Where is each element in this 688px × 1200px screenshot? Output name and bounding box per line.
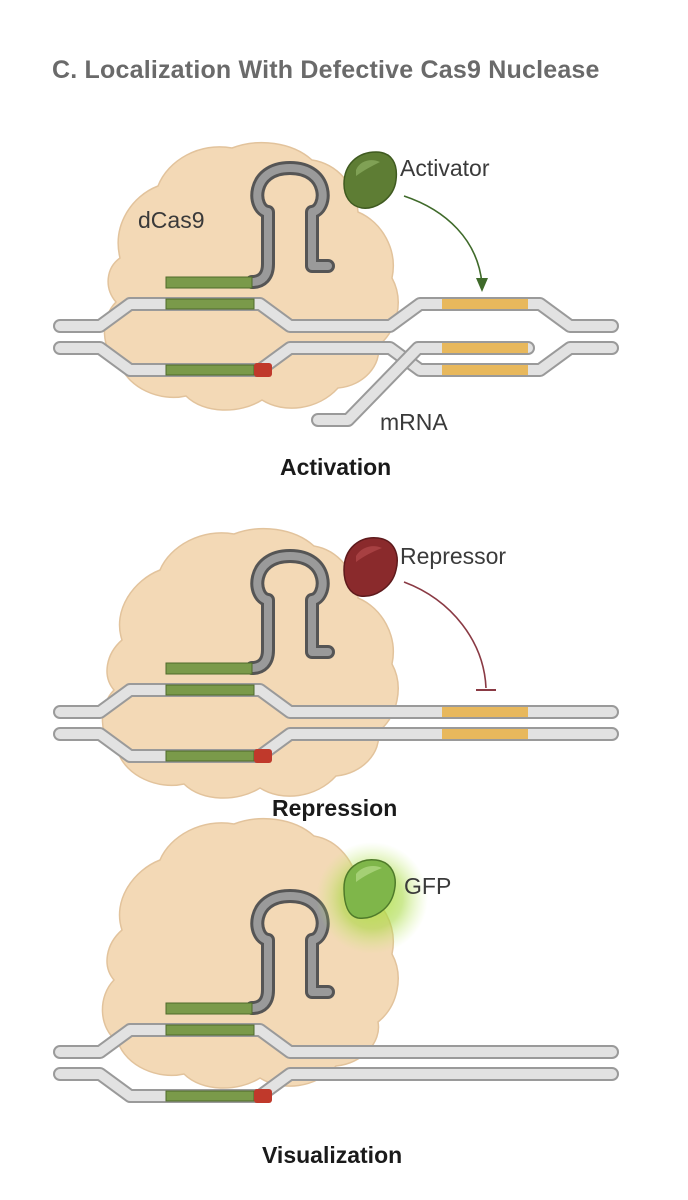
matched-target — [165, 684, 255, 696]
repressor-highlight — [356, 546, 382, 562]
target-gene — [442, 365, 528, 375]
dna-lower-strand — [53, 341, 619, 377]
guide-rna — [245, 889, 335, 1015]
matched-target — [165, 298, 255, 310]
activation-arrow — [403, 195, 483, 285]
gfp-highlight — [356, 866, 382, 882]
protein-label: dCas9 — [138, 207, 204, 233]
panel-activation: dCas9 mRNA — [53, 141, 619, 480]
panel-caption: Repression — [272, 795, 397, 821]
activator-highlight — [356, 160, 380, 176]
matched-target — [165, 364, 255, 376]
gfp-label: GFP — [404, 873, 451, 899]
panel-caption: Activation — [280, 454, 391, 480]
dna-upper-strand — [53, 297, 619, 333]
matched-target — [165, 1090, 255, 1102]
target-gene — [442, 299, 528, 309]
activation-arrowhead — [476, 278, 488, 292]
panel-repression: Repressor Repression — [53, 527, 619, 821]
guide-spacer — [165, 1002, 253, 1015]
activator-label: Activator — [400, 155, 490, 181]
pam-site — [254, 363, 272, 377]
matched-target — [165, 750, 255, 762]
activator-protein — [343, 151, 398, 209]
figure-title: C. Localization With Defective Cas9 Nucl… — [52, 56, 600, 84]
mrna-strand — [311, 341, 535, 427]
repressor-label: Repressor — [400, 543, 506, 569]
repressor-protein — [343, 537, 398, 597]
guide-spacer — [165, 276, 253, 289]
panel-visualization: GFP Visualization — [53, 817, 619, 1168]
guide-rna — [245, 549, 335, 675]
pam-site — [254, 749, 272, 763]
repression-line — [403, 581, 487, 689]
panel-caption: Visualization — [262, 1142, 402, 1168]
target-gene — [442, 707, 528, 717]
dna-lower-strand — [53, 1067, 619, 1103]
guide-spacer — [165, 662, 253, 675]
target-gene — [442, 729, 528, 739]
pam-site — [254, 1089, 272, 1103]
mrna-label: mRNA — [380, 409, 448, 435]
matched-target — [165, 1024, 255, 1036]
guide-rna — [245, 161, 335, 289]
